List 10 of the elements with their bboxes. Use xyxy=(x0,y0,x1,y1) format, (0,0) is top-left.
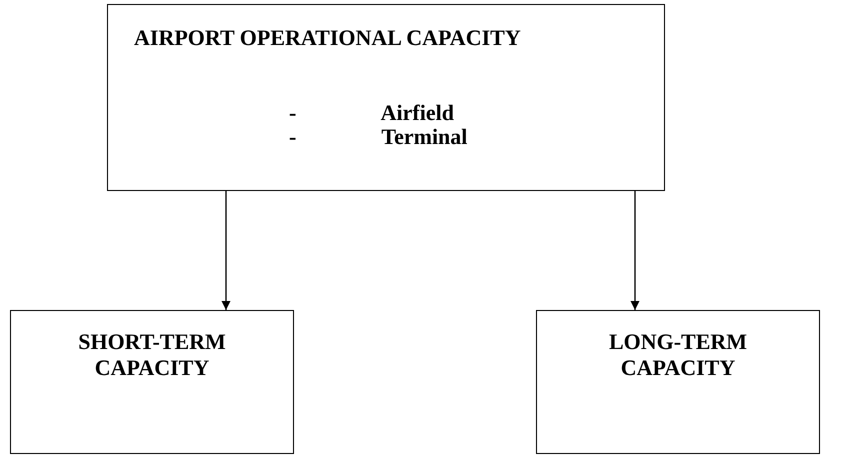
arrow xyxy=(630,191,640,310)
process-box xyxy=(536,310,820,454)
process-box xyxy=(107,4,665,191)
box-heading: AIRPORT OPERATIONAL CAPACITY xyxy=(134,25,521,51)
box-label: SHORT-TERM CAPACITY xyxy=(77,329,227,381)
list-item: - Airfield xyxy=(289,101,454,125)
arrow xyxy=(222,191,230,310)
process-box xyxy=(10,310,294,454)
box-label: LONG-TERM CAPACITY xyxy=(608,329,748,381)
list-item: - Terminal xyxy=(289,125,468,149)
